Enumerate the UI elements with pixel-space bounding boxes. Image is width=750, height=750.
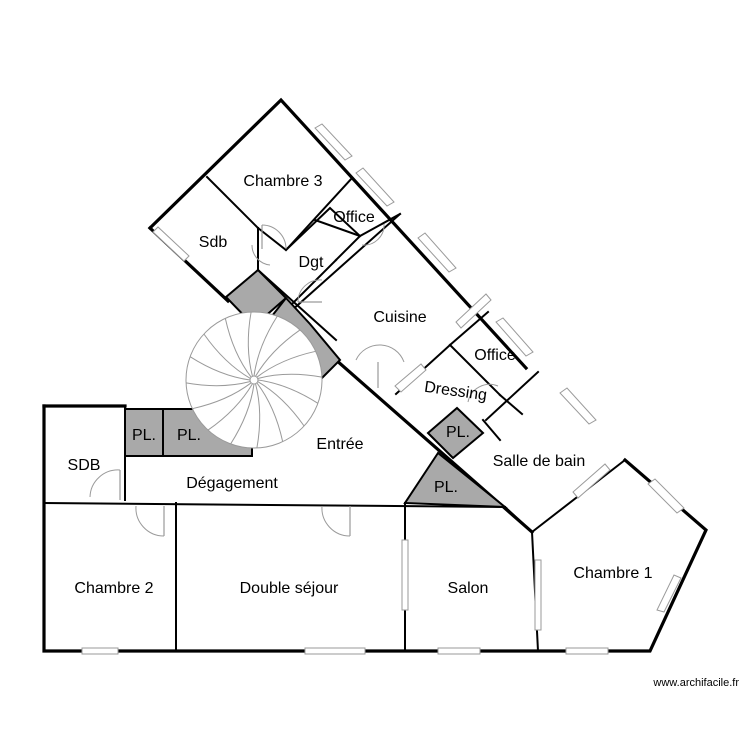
stair-step	[255, 329, 301, 377]
label-entree: Entrée	[316, 436, 363, 453]
stair-step	[257, 373, 323, 379]
stair-step	[207, 383, 253, 431]
label-pl-left-1: PL.	[132, 427, 156, 444]
spiral-staircase	[185, 311, 323, 449]
windows	[81, 123, 685, 655]
stair-step	[203, 333, 251, 379]
stair-step	[185, 381, 251, 387]
doors	[89, 223, 499, 537]
label-sdb-left: SDB	[68, 457, 101, 474]
label-chambre-2: Chambre 2	[74, 580, 153, 597]
stair-step	[189, 356, 251, 381]
stair-step	[255, 383, 261, 449]
stair-step	[192, 382, 252, 410]
label-pl-triangle: PL.	[434, 479, 458, 496]
label-dgt: Dgt	[299, 254, 324, 271]
label-sdb-top: Sdb	[199, 234, 228, 251]
label-office-mid: Office	[474, 347, 516, 364]
label-pl-right: PL.	[446, 424, 470, 441]
label-chambre-3: Chambre 3	[243, 173, 322, 190]
stair-step	[257, 381, 305, 427]
placard-triangle	[403, 451, 508, 509]
label-salon: Salon	[448, 580, 489, 597]
stair-step	[256, 350, 316, 378]
stair-step	[230, 383, 255, 445]
stair-step	[257, 379, 319, 404]
credit-text: www.archifacile.fr	[652, 677, 739, 689]
stair-step	[247, 311, 253, 377]
label-salle-de-bain: Salle de bain	[493, 453, 586, 470]
interior-walls	[42, 175, 627, 653]
label-pl-left-2: PL.	[177, 427, 201, 444]
label-office-top: Office	[333, 209, 375, 226]
label-dressing: Dressing	[423, 379, 488, 405]
room-labels: Chambre 3 Office Sdb Dgt Cuisine Office …	[68, 173, 653, 597]
label-cuisine: Cuisine	[373, 309, 426, 326]
stair-step	[224, 318, 252, 378]
placard-left-1	[124, 408, 164, 457]
label-degagement: Dégagement	[186, 475, 278, 492]
stair-step	[256, 382, 284, 442]
label-double-sejour: Double séjour	[240, 580, 339, 597]
stair-step	[253, 315, 278, 377]
placard-right	[426, 406, 485, 460]
label-chambre-1: Chambre 1	[573, 565, 652, 582]
